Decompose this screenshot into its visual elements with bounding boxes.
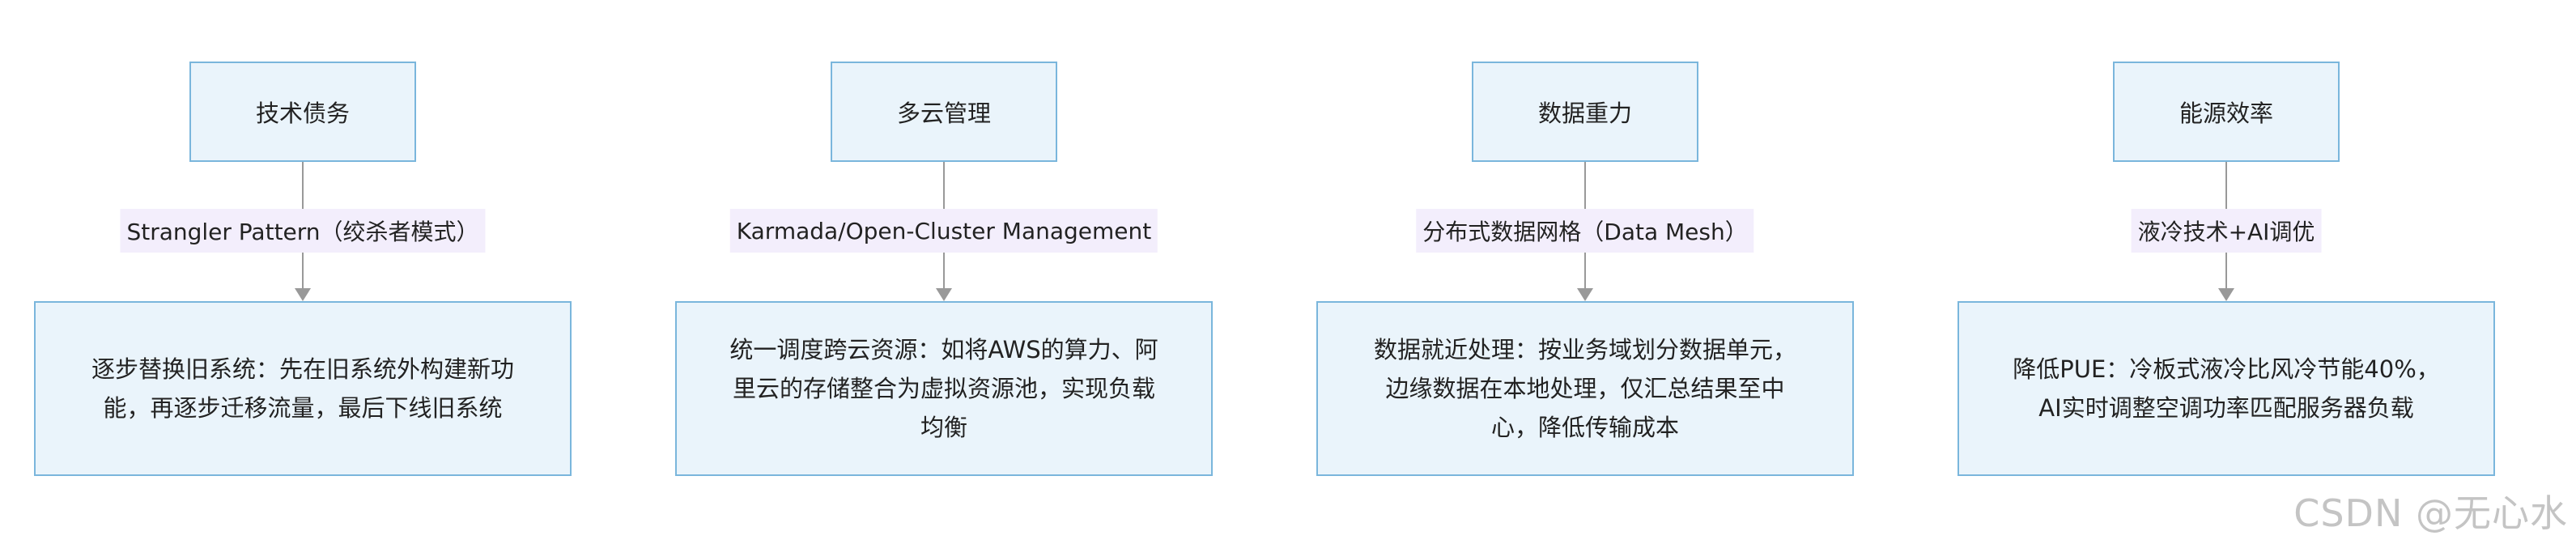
edge-label-data-mesh: 分布式数据网格（Data Mesh） (1416, 209, 1754, 253)
node-tech-debt: 技术债务 (189, 62, 416, 162)
node-energy-efficiency-label: 能源效率 (2179, 100, 2273, 127)
node-tech-debt-solution-text: 逐步替换旧系统：先在旧系统外构建新功能，再逐步迁移流量，最后下线旧系统 (91, 355, 514, 422)
node-energy-efficiency-solution-text: 降低PUE：冷板式液冷比风冷节能40%，AI实时调整空调功率匹配服务器负载 (2013, 355, 2440, 422)
node-multi-cloud-label: 多云管理 (896, 100, 991, 127)
edge-label-liquid-cooling: 液冷技术+AI调优 (2131, 209, 2322, 253)
node-energy-efficiency: 能源效率 (2113, 62, 2340, 162)
watermark: CSDN @无心水 (2293, 491, 2568, 535)
node-multi-cloud-solution-text: 统一调度跨云资源：如将AWS的算力、阿里云的存储整合为虚拟资源池，实现负载均衡 (729, 336, 1158, 441)
node-tech-debt-label: 技术债务 (255, 100, 350, 127)
edge-label-strangler: Strangler Pattern（绞杀者模式） (120, 209, 486, 253)
node-data-gravity-solution-text: 数据就近处理：按业务域划分数据单元，边缘数据在本地处理，仅汇总结果至中心，降低传… (1373, 336, 1796, 441)
node-tech-debt-solution: 逐步替换旧系统：先在旧系统外构建新功能，再逐步迁移流量，最后下线旧系统 (34, 301, 572, 476)
node-data-gravity-label: 数据重力 (1537, 100, 1632, 127)
node-multi-cloud-solution: 统一调度跨云资源：如将AWS的算力、阿里云的存储整合为虚拟资源池，实现负载均衡 (675, 301, 1213, 476)
node-data-gravity: 数据重力 (1472, 62, 1698, 162)
node-multi-cloud: 多云管理 (831, 62, 1057, 162)
node-data-gravity-solution: 数据就近处理：按业务域划分数据单元，边缘数据在本地处理，仅汇总结果至中心，降低传… (1316, 301, 1854, 476)
edge-label-karmada: Karmada/Open-Cluster Management (729, 209, 1158, 253)
node-energy-efficiency-solution: 降低PUE：冷板式液冷比风冷节能40%，AI实时调整空调功率匹配服务器负载 (1958, 301, 2495, 476)
